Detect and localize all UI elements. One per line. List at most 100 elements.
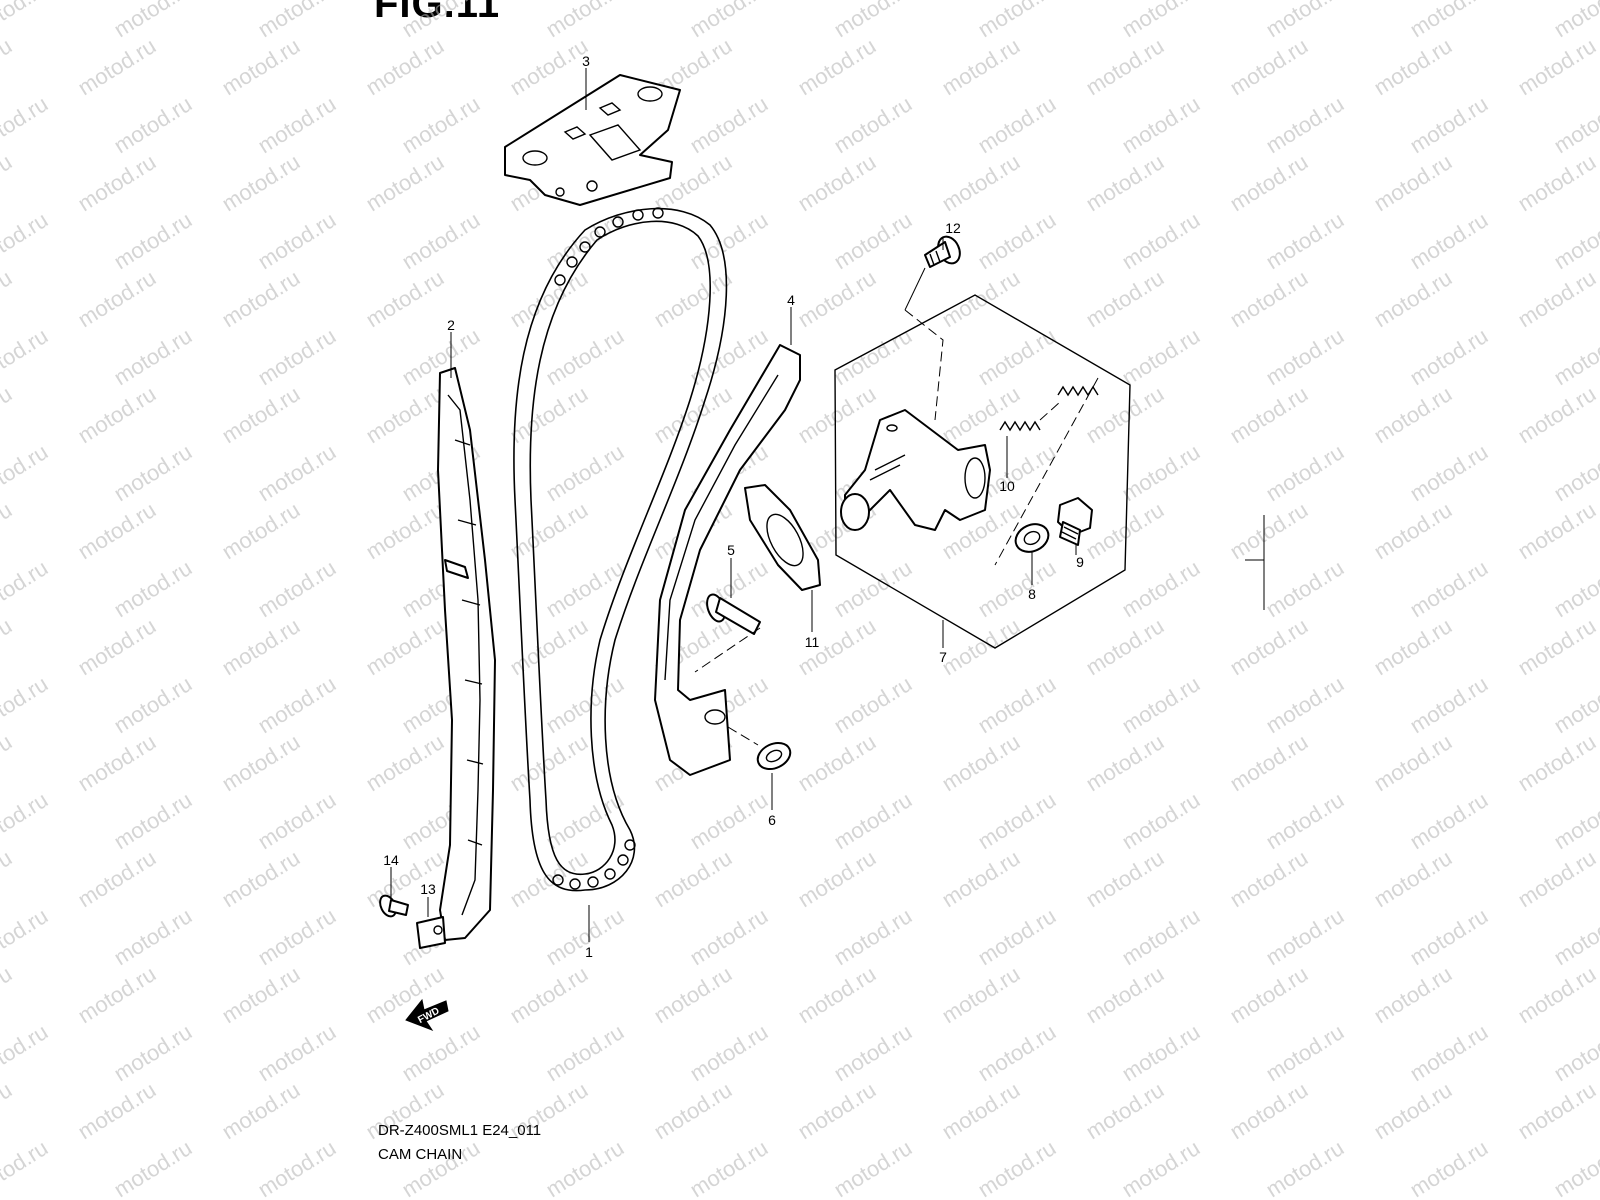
watermark-text: motod.ru [0, 439, 52, 506]
watermark-text: motod.ru [0, 91, 52, 158]
part-12-bolt[interactable] [904, 233, 964, 421]
watermark-text: motod.ru [109, 555, 196, 622]
margin-rule [1245, 515, 1265, 610]
watermark-text: motod.ru [1513, 729, 1600, 796]
watermark-text: motod.ru [1405, 0, 1492, 42]
callout-5[interactable]: 5 [727, 542, 735, 558]
callout-6[interactable]: 6 [768, 812, 776, 828]
watermark-text: motod.ru [829, 671, 916, 738]
part-6-washer[interactable] [727, 726, 794, 774]
watermark-text: motod.ru [1261, 555, 1348, 622]
watermark-text: motod.ru [217, 33, 304, 100]
watermark-text: motod.ru [1513, 845, 1600, 912]
watermark-text: motod.ru [73, 961, 160, 1028]
watermark-text: motod.ru [217, 845, 304, 912]
watermark-text: motod.ru [793, 381, 880, 448]
part-1-cam-chain[interactable] [513, 207, 728, 892]
part-9-plug-bolt[interactable] [1057, 497, 1093, 546]
watermark-text: motod.ru [793, 729, 880, 796]
watermark-text: motod.ru [1369, 729, 1456, 796]
watermark-text: motod.ru [73, 265, 160, 332]
part-10-spring[interactable] [994, 377, 1099, 566]
callout-8[interactable]: 8 [1028, 586, 1036, 602]
callout-1[interactable]: 1 [585, 944, 593, 960]
part-7-tensioner-assembly[interactable] [834, 294, 1131, 649]
watermark-text: motod.ru [1117, 1135, 1204, 1200]
part-5-pivot-bolt[interactable] [694, 592, 761, 673]
watermark-text: motod.ru [253, 323, 340, 390]
watermark-text: motod.ru [0, 903, 52, 970]
watermark-text: motod.ru [1405, 671, 1492, 738]
watermark-text: motod.ru [685, 787, 772, 854]
part-14-screw[interactable] [377, 893, 409, 919]
watermark-text: motod.ru [829, 1019, 916, 1086]
watermark-text: motod.ru [973, 787, 1060, 854]
watermark-text: motod.ru [1549, 207, 1600, 274]
part-11-gasket[interactable] [744, 484, 821, 591]
watermark-text: motod.ru [685, 1135, 772, 1200]
callout-13[interactable]: 13 [420, 881, 436, 897]
watermark-text: motod.ru [109, 1019, 196, 1086]
watermark-text: motod.ru [1081, 265, 1168, 332]
watermark-text: motod.ru [1225, 1077, 1312, 1144]
watermark-text: motod.ru [1369, 1077, 1456, 1144]
part-3-guide-plate[interactable] [504, 74, 681, 206]
watermark-text: motod.ru [937, 613, 1024, 680]
watermark-text: motod.ru [1369, 845, 1456, 912]
callout-11[interactable]: 11 [805, 634, 820, 650]
watermark-text: motod.ru [1117, 91, 1204, 158]
callout-7[interactable]: 7 [939, 649, 947, 665]
watermark-text: motod.ru [1261, 787, 1348, 854]
watermark-text: motod.ru [0, 1135, 52, 1200]
callout-9[interactable]: 9 [1076, 554, 1084, 570]
watermark-text: motod.ru [1225, 381, 1312, 448]
watermark-text: motod.ru [1081, 1077, 1168, 1144]
callout-2[interactable]: 2 [447, 317, 455, 333]
watermark-text: motod.ru [0, 961, 16, 1028]
part-8-washer[interactable] [1011, 519, 1053, 557]
watermark-text: motod.ru [0, 149, 16, 216]
watermark-text: motod.ru [541, 323, 628, 390]
watermark-text: motod.ru [1225, 265, 1312, 332]
watermark-text: motod.ru [1549, 439, 1600, 506]
part-2-front-chain-guide[interactable] [437, 367, 496, 941]
watermark-text: motod.ru [253, 787, 340, 854]
watermark-text: motod.ru [1549, 555, 1600, 622]
callout-12[interactable]: 12 [945, 220, 961, 236]
callout-4[interactable]: 4 [787, 292, 795, 308]
watermark-text: motod.ru [937, 845, 1024, 912]
watermark-text: motod.ru [1405, 903, 1492, 970]
watermark-text: motod.ru [361, 845, 448, 912]
watermark-text: motod.ru [253, 1135, 340, 1200]
watermark-text: motod.ru [1405, 555, 1492, 622]
watermark-text: motod.ru [1261, 1135, 1348, 1200]
watermark-text: motod.ru [1081, 729, 1168, 796]
watermark-text: motod.ru [1081, 613, 1168, 680]
watermark-text: motod.ru [217, 1077, 304, 1144]
watermark-text: motod.ru [217, 729, 304, 796]
watermark-text: motod.ru [361, 149, 448, 216]
watermark-text: motod.ru [73, 149, 160, 216]
watermark-text: motod.ru [1549, 787, 1600, 854]
watermark-text: motod.ru [1225, 33, 1312, 100]
watermark-text: motod.ru [1513, 265, 1600, 332]
watermark-text: motod.ru [1549, 671, 1600, 738]
watermark-text: motod.ru [0, 1077, 16, 1144]
part-4-tensioner-arm[interactable] [654, 344, 801, 776]
watermark-text: motod.ru [217, 265, 304, 332]
callout-14[interactable]: 14 [383, 852, 399, 868]
watermark-text: motod.ru [793, 265, 880, 332]
watermark-text: motod.ru [1117, 671, 1204, 738]
watermark-text: motod.ru [505, 729, 592, 796]
watermark-text: motod.ru [973, 0, 1060, 42]
watermark-text: motod.ru [829, 91, 916, 158]
callout-3[interactable]: 3 [582, 53, 590, 69]
watermark-text: motod.ru [1405, 1135, 1492, 1200]
callout-10[interactable]: 10 [999, 478, 1015, 494]
part-13-clip[interactable] [416, 916, 446, 949]
watermark-text: motod.ru [685, 1019, 772, 1086]
watermark-text: motod.ru [109, 0, 196, 42]
watermark-text: motod.ru [253, 903, 340, 970]
watermark-text: motod.ru [1549, 903, 1600, 970]
